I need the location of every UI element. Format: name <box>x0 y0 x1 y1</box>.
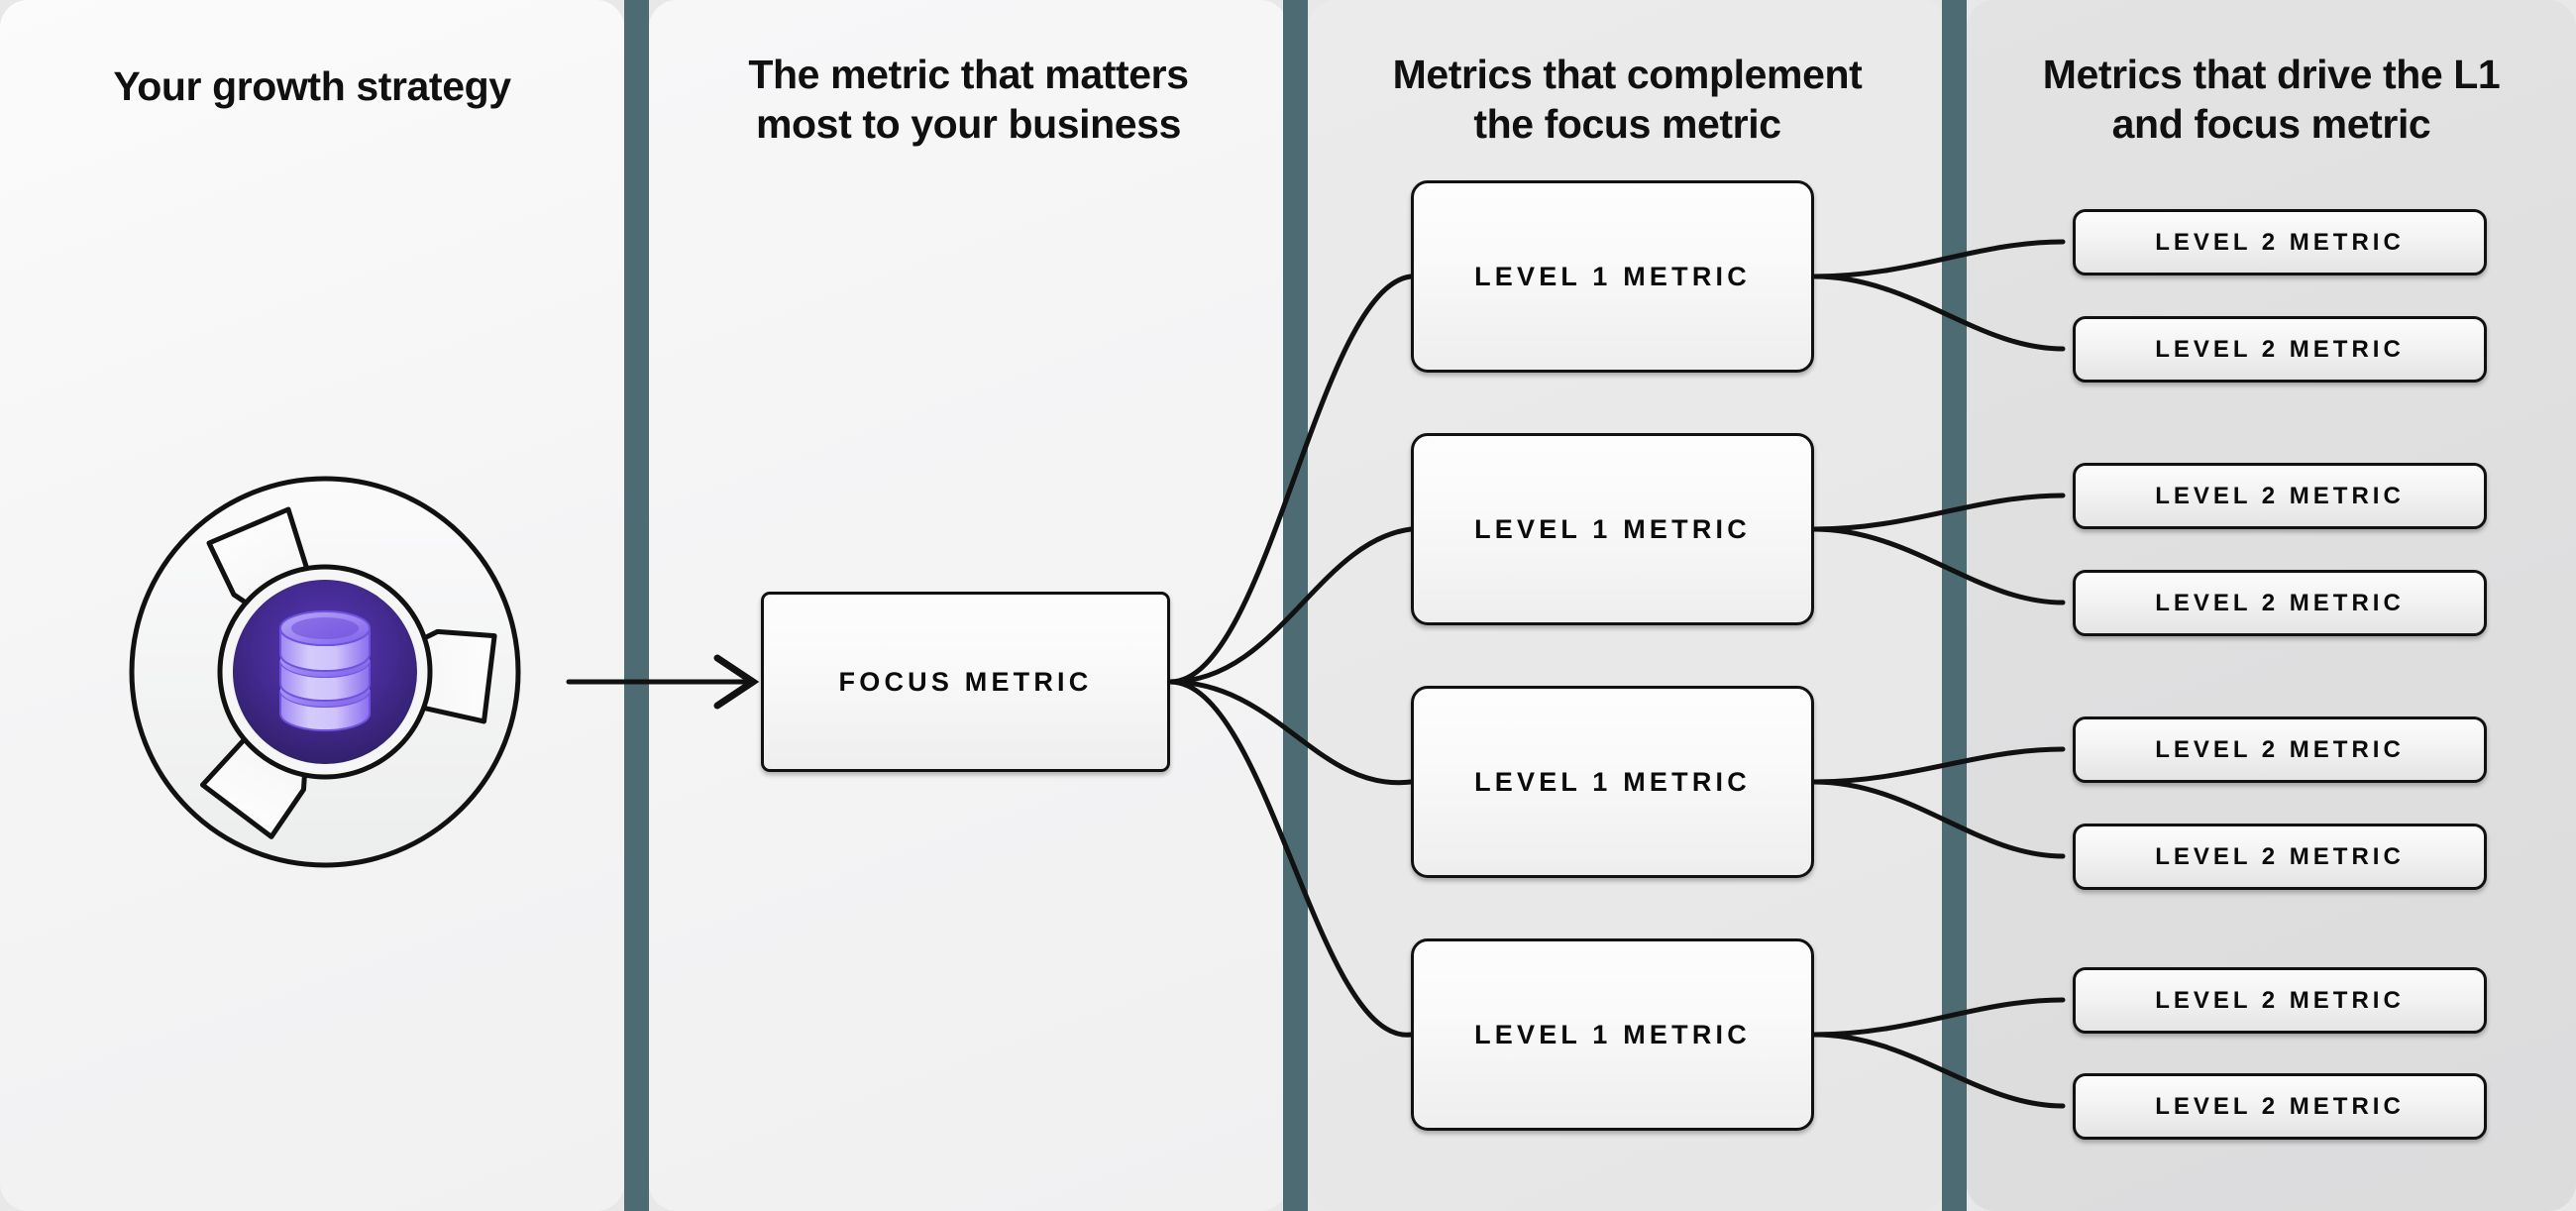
column-title-complement-metrics: Metrics that complement the focus metric <box>1392 52 1863 148</box>
level-1-metric-box[interactable]: LEVEL 1 METRIC <box>1411 180 1814 373</box>
level-2-metric-box[interactable]: LEVEL 2 METRIC <box>2073 824 2487 890</box>
level-1-metric-box[interactable]: LEVEL 1 METRIC <box>1411 433 1814 625</box>
level-1-metric-box[interactable]: LEVEL 1 METRIC <box>1411 686 1814 878</box>
focus-metric-box[interactable]: FOCUS METRIC <box>761 592 1170 772</box>
level-2-metric-box[interactable]: LEVEL 2 METRIC <box>2073 716 2487 783</box>
database-icon <box>279 610 371 731</box>
column-title-focus-metric: The metric that matters most to your bus… <box>748 52 1189 148</box>
level-2-metric-box[interactable]: LEVEL 2 METRIC <box>2073 463 2487 529</box>
level-2-metric-box[interactable]: LEVEL 2 METRIC <box>2073 570 2487 636</box>
column-title-growth-strategy: Your growth strategy <box>113 63 511 109</box>
column-divider-1 <box>624 0 649 1211</box>
aperture-iris-icon <box>129 476 521 868</box>
column-title-driver-metrics: Metrics that drive the L1 and focus metr… <box>2042 52 2501 148</box>
level-1-metric-box[interactable]: LEVEL 1 METRIC <box>1411 938 1814 1131</box>
level-2-metric-box[interactable]: LEVEL 2 METRIC <box>2073 967 2487 1034</box>
column-divider-3 <box>1942 0 1967 1211</box>
level-2-metric-box[interactable]: LEVEL 2 METRIC <box>2073 1073 2487 1140</box>
column-divider-2 <box>1283 0 1308 1211</box>
level-2-metric-box[interactable]: LEVEL 2 METRIC <box>2073 316 2487 383</box>
level-2-metric-box[interactable]: LEVEL 2 METRIC <box>2073 209 2487 275</box>
